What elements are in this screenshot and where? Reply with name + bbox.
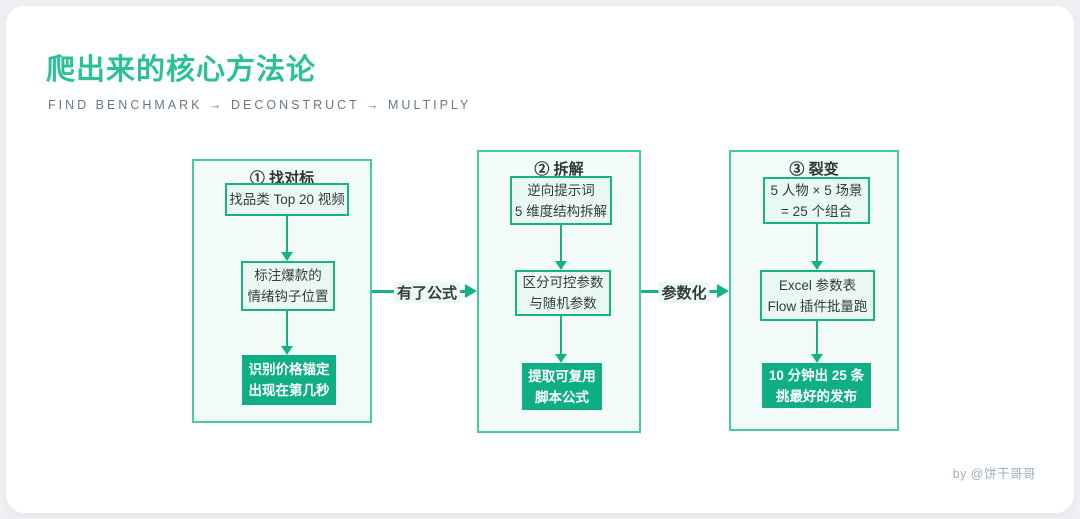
step-line: 情绪钩子位置 bbox=[247, 289, 329, 304]
stage-title: ③ 裂变 bbox=[789, 161, 839, 178]
stage-column-deconstruct: ② 拆解 逆向提示词 5 维度结构拆解 区分可控参数 与随机参数 提取可复用 脚… bbox=[477, 150, 641, 433]
step-line: 标注爆款的 bbox=[254, 268, 322, 283]
down-arrow-icon bbox=[555, 316, 567, 363]
step-box: Excel 参数表 Flow 插件批量跑 bbox=[760, 270, 875, 321]
down-arrow-icon bbox=[555, 225, 567, 270]
step-line: 脚本公式 bbox=[535, 389, 589, 405]
right-arrow-icon bbox=[465, 284, 477, 298]
connector-label: 有了公式 bbox=[393, 282, 461, 303]
step-box-highlight: 提取可复用 脚本公式 bbox=[522, 363, 602, 410]
step-line: 区分可控参数 bbox=[522, 275, 604, 290]
down-arrow-icon bbox=[281, 311, 293, 355]
stage-column-find-benchmark: ① 找对标 找品类 Top 20 视频 标注爆款的 情绪钩子位置 识别价格锚定 … bbox=[192, 159, 372, 423]
stage-title: ② 拆解 bbox=[534, 161, 584, 178]
step-line: 提取可复用 bbox=[528, 368, 596, 384]
step-box: 标注爆款的 情绪钩子位置 bbox=[241, 261, 335, 311]
step-line: 与随机参数 bbox=[529, 296, 597, 311]
infographic-card: 爬出来的核心方法论 FIND BENCHMARK → DECONSTRUCT →… bbox=[6, 6, 1074, 513]
stage-title: ① 找对标 bbox=[249, 170, 315, 187]
step-line: 5 维度结构拆解 bbox=[514, 203, 608, 219]
step-line: = 25 个组合 bbox=[781, 203, 852, 219]
step-box-highlight: 识别价格锚定 出现在第几秒 bbox=[242, 355, 336, 405]
step-line: Excel 参数表 bbox=[778, 277, 857, 293]
stage-column-multiply: ③ 裂变 5 人物 × 5 场景 = 25 个组合 Excel 参数表 Flow… bbox=[729, 150, 899, 431]
step-line: 出现在第几秒 bbox=[248, 383, 330, 398]
step-box: 区分可控参数 与随机参数 bbox=[515, 270, 611, 316]
down-arrow-icon bbox=[811, 321, 823, 363]
page-subtitle: FIND BENCHMARK → DECONSTRUCT → MULTIPLY bbox=[48, 98, 472, 112]
step-line: Flow 插件批量跑 bbox=[767, 298, 868, 314]
connector-label: 参数化 bbox=[658, 282, 710, 303]
step-line: 识别价格锚定 bbox=[248, 362, 330, 377]
step-line: 挑最好的发布 bbox=[776, 388, 857, 404]
step-line: 5 人物 × 5 场景 bbox=[770, 182, 863, 198]
author-credit: by @饼干哥哥 bbox=[952, 467, 1036, 481]
page-title: 爬出来的核心方法论 bbox=[46, 54, 317, 86]
step-box: 5 人物 × 5 场景 = 25 个组合 bbox=[763, 177, 870, 224]
step-box: 逆向提示词 5 维度结构拆解 bbox=[510, 176, 612, 225]
down-arrow-icon bbox=[811, 224, 823, 270]
down-arrow-icon bbox=[281, 216, 293, 261]
step-box: 找品类 Top 20 视频 bbox=[225, 183, 349, 216]
step-line: 找品类 Top 20 视频 bbox=[229, 192, 345, 207]
step-line: 逆向提示词 bbox=[527, 182, 595, 198]
step-line: 10 分钟出 25 条 bbox=[768, 367, 865, 383]
right-arrow-icon bbox=[717, 284, 729, 298]
step-box-highlight: 10 分钟出 25 条 挑最好的发布 bbox=[762, 363, 871, 408]
